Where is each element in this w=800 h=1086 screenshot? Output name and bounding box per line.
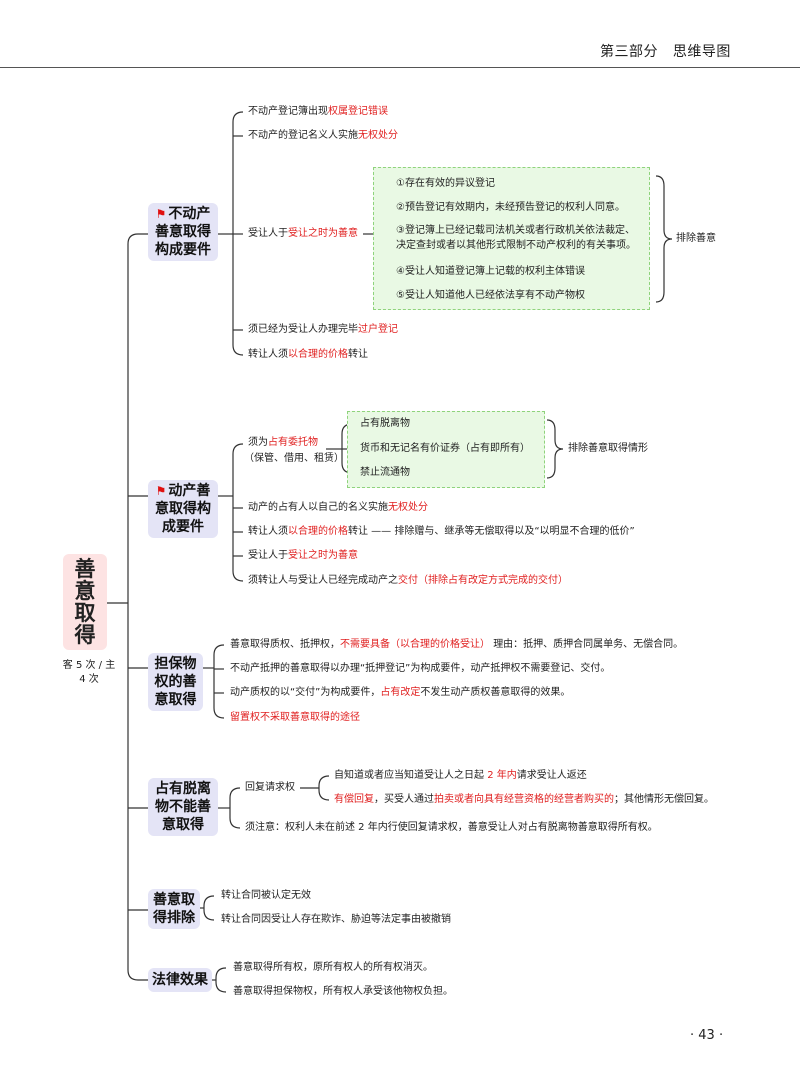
- b1-exclusion-box: [373, 167, 650, 310]
- b1-item-4: 须已经为受让人办理完毕过户登记: [248, 324, 398, 335]
- category-movable-property: ⚑动产善意取得构成要件: [148, 480, 218, 538]
- b4-item-2: 须注意：权利人未在前述 2 年内行使回复请求权，善意受让人对占有脱离物善意取得所…: [245, 822, 658, 833]
- b5-item-1: 转让合同被认定无效: [221, 890, 311, 901]
- b1-sub-4: ④受让人知道登记簿上记载的权利主体错误: [396, 266, 585, 277]
- b1-item-2: 不动产的登记名义人实施无权处分: [248, 130, 398, 141]
- b2-item-1: 须为占有委托物: [248, 437, 318, 448]
- b3-item-2: 不动产抵押的善意取得以办理“抵押登记”为构成要件，动产抵押权不需要登记、交付。: [230, 663, 611, 674]
- category-title: 担保物权的善意取得: [154, 656, 197, 708]
- category-title: 善意取得排除: [153, 892, 195, 926]
- category-exclusion: 善意取得排除: [148, 889, 200, 929]
- category-title: 不动产善意取得构成要件: [155, 206, 211, 258]
- b1-sub-5: ⑤受让人知道他人已经依法享有不动产物权: [396, 290, 585, 301]
- b2-item-3: 转让人须以合理的价格转让 —— 排除赠与、继承等无偿取得以及“以明显不合理的低价…: [248, 526, 635, 537]
- category-real-property: ⚑不动产善意取得构成要件: [148, 203, 218, 261]
- header-part: 第三部分: [600, 44, 658, 60]
- category-title: 动产善意取得构成要件: [155, 483, 211, 535]
- page-number: · 43 ·: [690, 1028, 724, 1043]
- b1-sub-2: ②预告登记有效期内，未经预告登记的权利人同意。: [396, 202, 625, 213]
- b2-item-1-note: （保管、借用、租赁）: [244, 453, 344, 464]
- b1-item-5: 转让人须以合理的价格转让: [248, 349, 368, 360]
- flag-icon: ⚑: [155, 484, 167, 498]
- b2-item-4: 受让人于受让之时为善意: [248, 550, 358, 561]
- b2-sub-2: 货币和无记名有价证券（占有即所有）: [360, 443, 530, 454]
- b2-exclusion-label: 排除善意取得情形: [568, 443, 648, 454]
- b1-sub-1: ①存在有效的异议登记: [396, 178, 495, 189]
- b1-sub-3b: 决定查封或者以其他形式限制不动产权利的有关事项。: [396, 240, 636, 251]
- header-title: 思维导图: [672, 44, 731, 60]
- b3-item-4: 留置权不采取善意取得的途径: [230, 712, 360, 723]
- b1-sub-3a: ③登记簿上已经记载司法机关或者行政机关依法裁定、: [396, 225, 635, 236]
- flag-icon: ⚑: [155, 207, 167, 221]
- category-legal-effect: 法律效果: [148, 968, 212, 992]
- b6-item-2: 善意取得担保物权，所有权人承受该他物权负担。: [233, 986, 453, 997]
- root-label: 善意取得: [74, 557, 96, 647]
- b3-item-1: 善意取得质权、抵押权，不需要具备（以合理的价格受让） 理由：抵押、质押合同属单务…: [230, 639, 684, 650]
- root-note: 客 5 次 / 主 4 次: [62, 660, 116, 685]
- category-title: 占有脱离物不能善意取得: [155, 781, 211, 833]
- b2-sub-1: 占有脱离物: [360, 418, 410, 429]
- category-title: 法律效果: [152, 972, 208, 988]
- root-node: 善意取得: [63, 554, 107, 650]
- b6-item-1: 善意取得所有权，原所有权人的所有权消灭。: [233, 962, 433, 973]
- b1-item-1: 不动产登记簿出现权属登记错误: [248, 106, 388, 117]
- b2-item-2: 动产的占有人以自己的名义实施无权处分: [248, 502, 428, 513]
- b5-item-2: 转让合同因受让人存在欺诈、胁迫等法定事由被撤销: [221, 914, 451, 925]
- b2-sub-3: 禁止流通物: [360, 467, 410, 478]
- header-rule: [0, 67, 800, 68]
- category-security-rights: 担保物权的善意取得: [148, 653, 203, 711]
- b3-item-3: 动产质权的以“交付”为构成要件，占有改定不发生动产质权善意取得的效果。: [230, 687, 571, 698]
- b4-sub-1: 自知道或者应当知道受让人之日起 2 年内请求受让人返还: [334, 770, 587, 781]
- category-lost-property: 占有脱离物不能善意取得: [148, 778, 218, 836]
- b1-exclusion-label: 排除善意: [676, 233, 716, 244]
- b4-sub-2: 有偿回复，买受人通过拍卖或者向具有经营资格的经营者购买的；其他情形无偿回复。: [334, 794, 714, 805]
- b1-item-3: 受让人于受让之时为善意: [248, 228, 358, 239]
- b4-item-1: 回复请求权: [245, 782, 295, 793]
- b2-item-5: 须转让人与受让人已经完成动产之交付（排除占有改定方式完成的交付）: [248, 575, 568, 586]
- b2-exclusion-box: [347, 411, 545, 488]
